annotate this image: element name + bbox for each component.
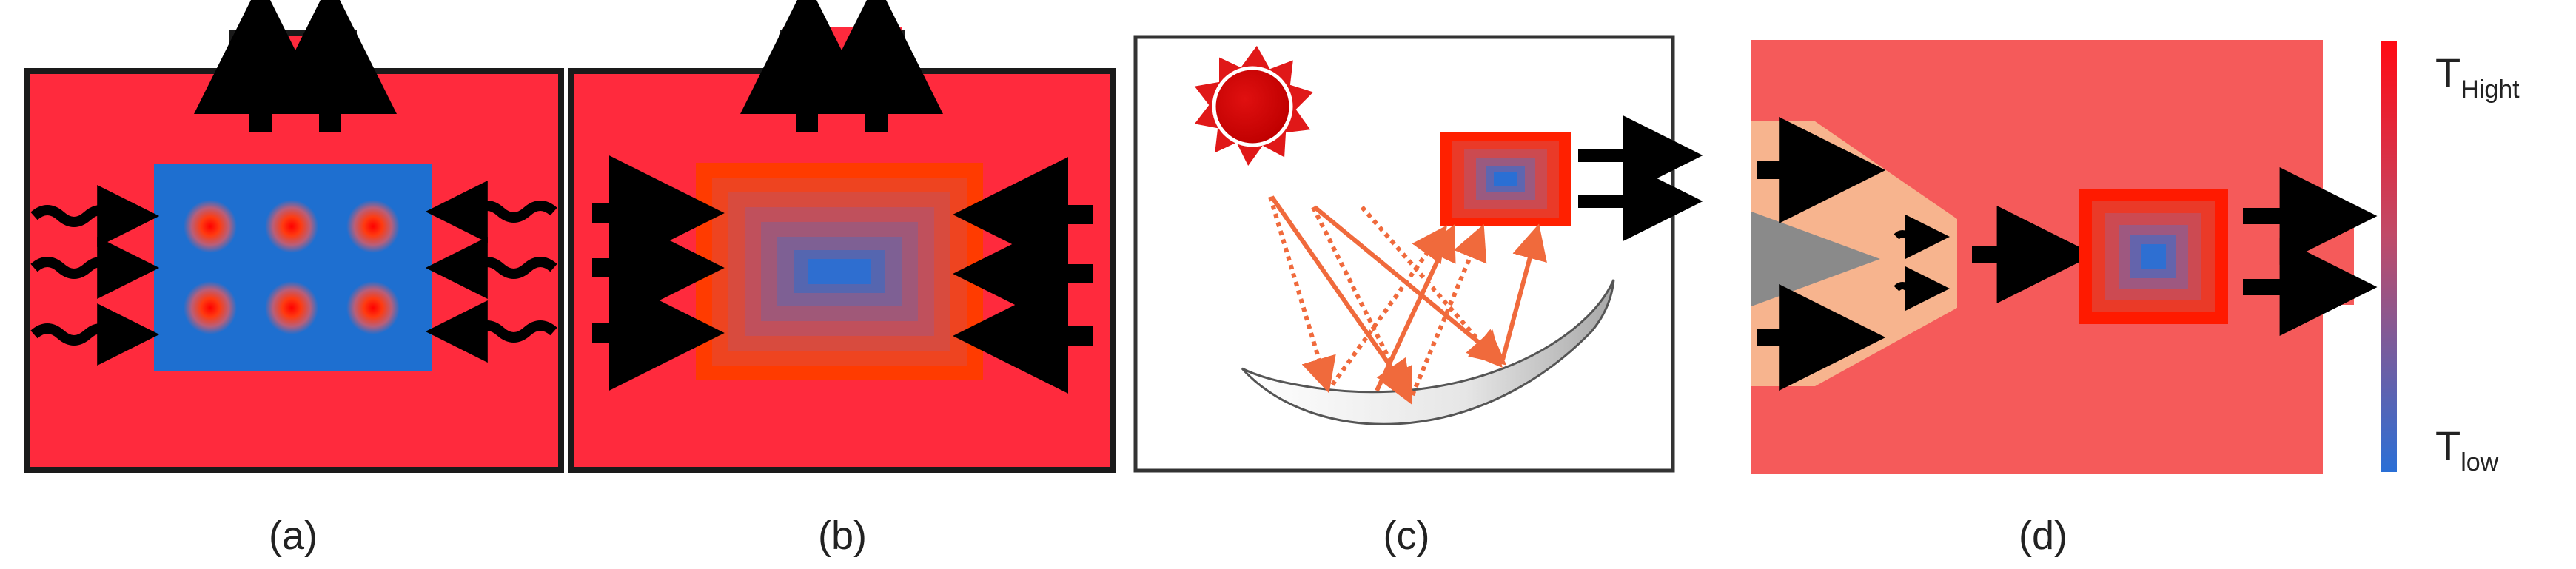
wavy-arrow-icon [30, 185, 160, 247]
wavy-arrow-icon [425, 237, 557, 299]
legend-high-sub: Hight [2461, 75, 2520, 104]
cold-block [154, 164, 432, 371]
hot-spot [184, 200, 237, 253]
wavy-arrows-left [30, 185, 160, 366]
panel-a [24, 0, 564, 473]
wavy-arrows-right [425, 181, 557, 363]
wavy-arrow-icon [30, 237, 160, 299]
panel-c [1133, 35, 1703, 473]
panel-b-outlet-top [783, 27, 902, 33]
wavy-arrow-icon [1894, 215, 1950, 259]
legend-low-sub: low [2461, 448, 2498, 477]
hot-spot [346, 281, 400, 334]
temperature-legend: THight Tlow [2381, 41, 2520, 477]
hot-spot [265, 281, 318, 334]
panel-d [1751, 40, 2378, 474]
gradient-block-d [2079, 189, 2228, 324]
hot-spot [184, 281, 237, 334]
sun-ray [1268, 196, 1336, 394]
hot-spot [265, 200, 318, 253]
hot-spot [346, 200, 400, 253]
legend-colorbar [2381, 41, 2397, 472]
caption-b: (b) [818, 514, 867, 558]
panel-b [568, 0, 1116, 473]
reflected-ray [1375, 224, 1456, 392]
reflected-ray [1410, 223, 1487, 397]
wavy-arrow-icon [30, 303, 160, 366]
gradient-block-b [696, 163, 983, 380]
reflected-rays [1330, 223, 1547, 397]
reflected-ray [1500, 223, 1547, 360]
burner-cone [1751, 212, 1880, 306]
wavy-arrow-icon [425, 300, 557, 363]
caption-a: (a) [269, 514, 318, 558]
sun-ray [1269, 195, 1412, 397]
sun-icon [1192, 43, 1316, 169]
caption-c: (c) [1383, 514, 1430, 558]
legend-high-main: T [2435, 50, 2461, 96]
receiver-block-c [1440, 132, 1571, 226]
legend-high-label: THight [2435, 50, 2520, 104]
caption-d: (d) [2019, 514, 2067, 558]
wavy-arrow-icon [425, 181, 557, 243]
legend-low-main: T [2435, 422, 2461, 469]
wavy-arrow-icon [1894, 266, 1950, 311]
hot-spots [184, 200, 400, 334]
legend-low-label: Tlow [2435, 422, 2499, 477]
